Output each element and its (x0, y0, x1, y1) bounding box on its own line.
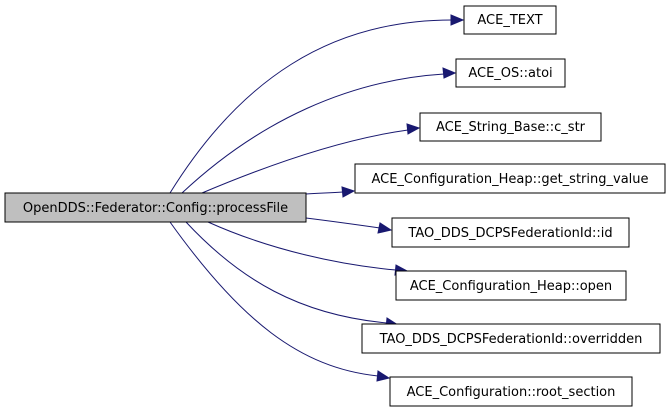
edge-tao-dds-dcpsfederationid-overridden (185, 221, 400, 329)
node-label: ACE_Configuration_Heap::get_string_value (371, 172, 648, 187)
node-label: ACE_Configuration_Heap::open (410, 279, 612, 294)
edge-ace-configuration-heap-open (207, 221, 409, 276)
node-source[interactable]: OpenDDS::Federator::Config::processFile (4, 192, 307, 223)
edge-ace-string-base-c-str (201, 123, 421, 194)
node-ace-configuration-heap-get-string-value[interactable]: ACE_Configuration_Heap::get_string_value (354, 163, 666, 194)
node-ace-configuration-root-section[interactable]: ACE_Configuration::root_section (389, 376, 633, 407)
node-label: ACE_Configuration::root_section (407, 385, 616, 400)
node-ace-configuration-heap-open[interactable]: ACE_Configuration_Heap::open (395, 270, 627, 301)
edge-ace-os-atoi (181, 67, 457, 194)
node-ace-text[interactable]: ACE_TEXT (463, 5, 557, 35)
edge-ace-text (169, 14, 465, 194)
node-label: ACE_TEXT (477, 13, 542, 28)
node-tao-dds-dcpsfederationid-id[interactable]: TAO_DDS_DCPSFederationId::id (391, 217, 630, 248)
node-ace-string-base-c-str[interactable]: ACE_String_Base::c_str (419, 112, 602, 142)
node-label: TAO_DDS_DCPSFederationId::overridden (379, 332, 643, 347)
edge-ace-configuration-root-section (169, 221, 391, 382)
node-tao-dds-dcpsfederationid-overridden[interactable]: TAO_DDS_DCPSFederationId::overridden (361, 323, 661, 354)
node-label: ACE_String_Base::c_str (436, 120, 586, 135)
node-label: TAO_DDS_DCPSFederationId::id (407, 226, 612, 241)
edge-tao-dds-dcpsfederationid-id (305, 217, 393, 234)
node-source-label: OpenDDS::Federator::Config::processFile (23, 201, 288, 216)
node-ace-os-atoi[interactable]: ACE_OS::atoi (455, 58, 566, 88)
edge-ace-configuration-heap-get-string-value (305, 186, 356, 198)
node-label: ACE_OS::atoi (468, 66, 552, 81)
